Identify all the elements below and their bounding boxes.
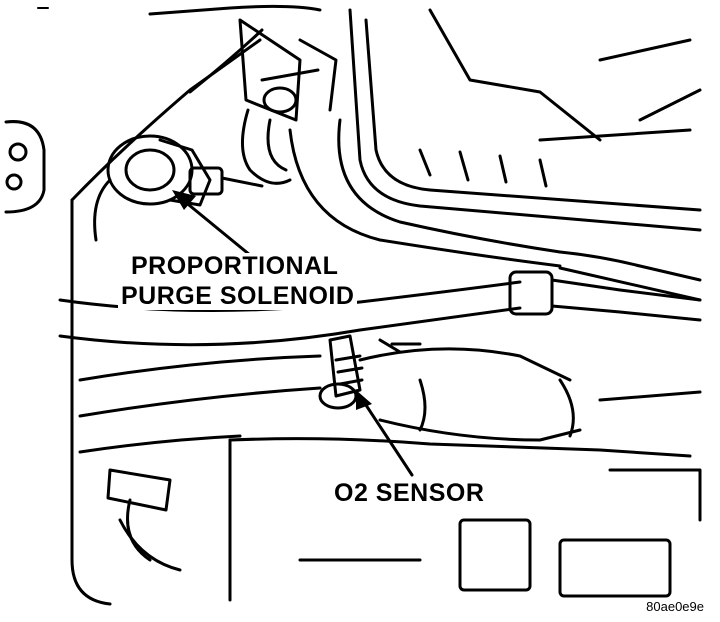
o2-sensor-label: O2 SENSOR bbox=[331, 480, 488, 507]
figure-code: 80ae0e9e bbox=[646, 599, 704, 614]
lower-harness bbox=[78, 354, 322, 454]
left-mount-bracket bbox=[4, 120, 46, 214]
lower-block bbox=[228, 437, 702, 602]
proportional-label: PROPORTIONAL bbox=[128, 253, 342, 280]
purge-arrow-icon bbox=[172, 190, 196, 210]
o2-sensor-part bbox=[318, 334, 422, 410]
purge-leader-line bbox=[176, 194, 252, 257]
body-panel bbox=[70, 4, 322, 606]
leader-lines bbox=[176, 194, 414, 477]
upper-connector bbox=[238, 18, 338, 185]
o2-arrow-icon bbox=[356, 390, 372, 410]
purge-solenoid-label: PURGE SOLENOID bbox=[118, 283, 358, 310]
exhaust-pipe bbox=[358, 347, 702, 442]
main-hose bbox=[288, 118, 702, 302]
purge-solenoid-part bbox=[93, 134, 264, 242]
air-box bbox=[348, 8, 702, 232]
o2-leader-line bbox=[358, 394, 414, 477]
lower-left-connector bbox=[106, 468, 182, 572]
